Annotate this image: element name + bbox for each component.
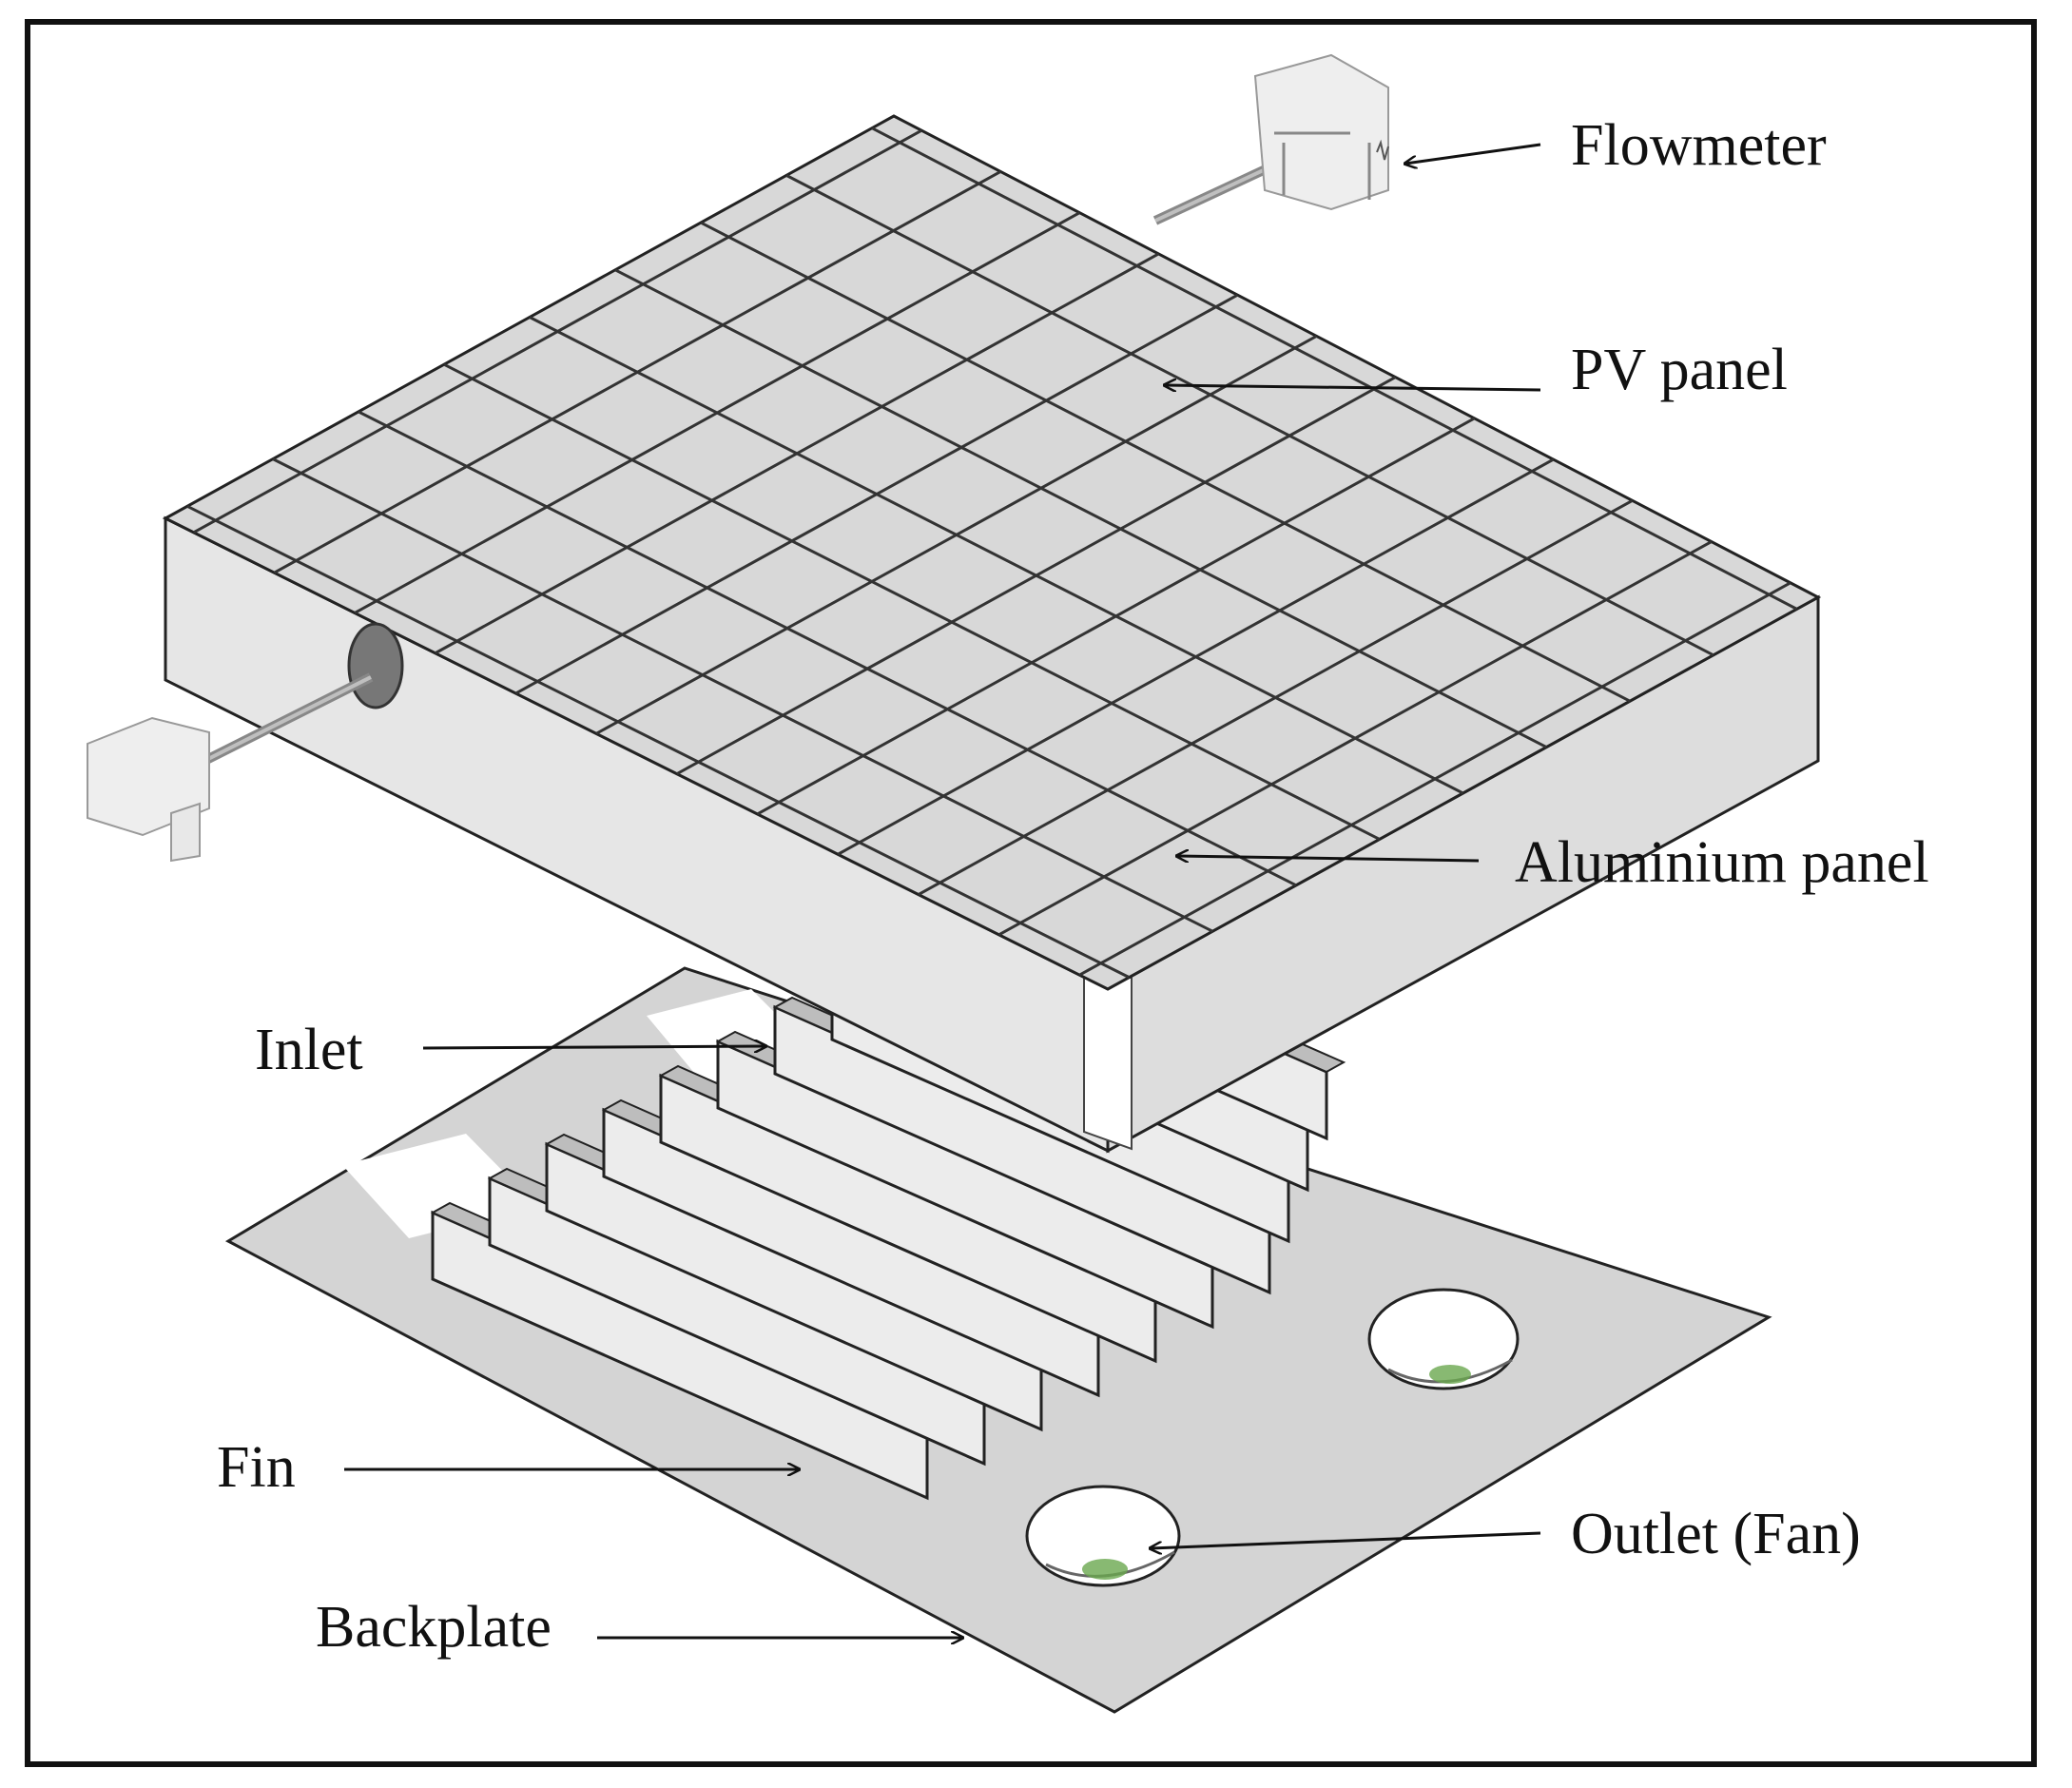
right-flowmeter (1253, 53, 1389, 211)
arrow-outlet (1151, 1531, 1541, 1548)
arrow-pv-panel (1165, 385, 1541, 390)
panel-box (162, 114, 1822, 1154)
pv-grid-line (358, 410, 1297, 887)
pv-grid-line (443, 362, 1381, 841)
pv-grid-line (871, 126, 1798, 611)
arrow-aluminium-panel (1177, 856, 1480, 861)
pv-grid-line (785, 174, 1714, 657)
pv-grid-line (272, 457, 1213, 933)
panel-corner-highlight (1083, 977, 1133, 1151)
label-aluminium-panel: Aluminium panel (1515, 830, 1929, 895)
label-flowmeter: Flowmeter (1571, 113, 1827, 178)
pv-grid-line (186, 504, 1131, 979)
label-backplate: Backplate (316, 1595, 552, 1660)
label-fin: Fin (217, 1435, 296, 1500)
label-outlet: Outlet (Fan) (1571, 1502, 1861, 1566)
pv-grid-line (700, 221, 1631, 703)
arrow-inlet (422, 1046, 765, 1048)
pv-cell-grid (186, 126, 1798, 979)
label-pv-panel: PV panel (1571, 338, 1788, 402)
outlet-fan-2 (1025, 1485, 1181, 1587)
left-pipe (202, 672, 374, 766)
pv-grid-line (614, 268, 1547, 748)
arrow-flowmeter (1405, 143, 1541, 164)
annotation-arrows (344, 143, 1541, 1638)
label-inlet: Inlet (255, 1018, 363, 1082)
outlet-fan-1 (1367, 1288, 1520, 1390)
inlet-connector (347, 622, 404, 709)
left-flowmeter (87, 716, 210, 863)
pv-grid-line (529, 316, 1464, 795)
